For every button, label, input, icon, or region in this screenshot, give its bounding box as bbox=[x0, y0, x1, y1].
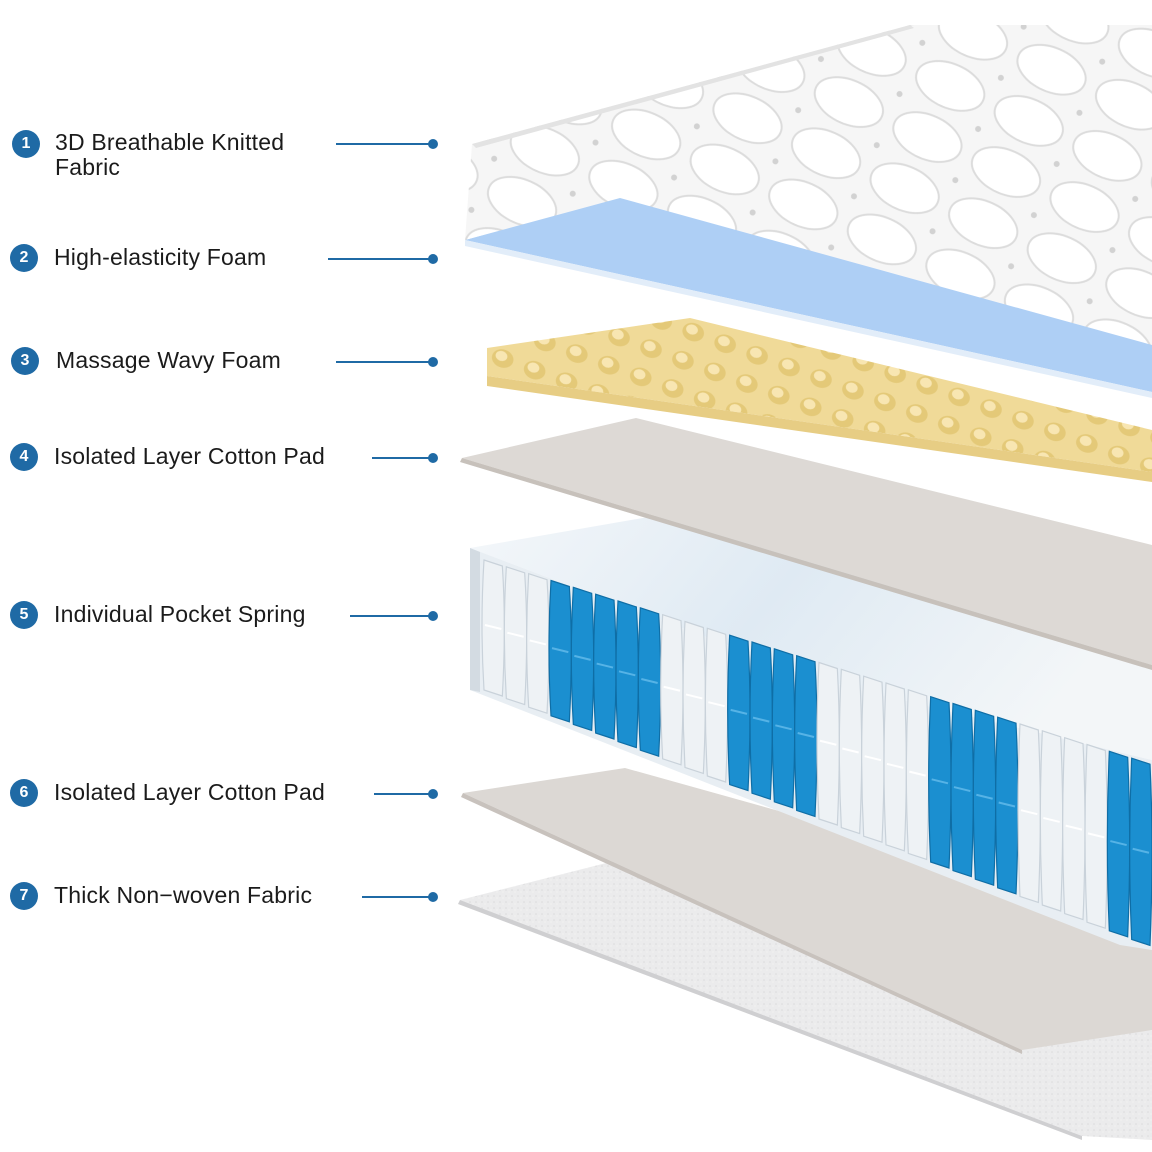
layer-2-callout: 2 High-elasticity Foam bbox=[0, 238, 450, 278]
layer-6-leader-line bbox=[374, 793, 434, 795]
layer-1-label: 3D Breathable Knitted Fabric bbox=[55, 129, 285, 180]
spring-highlight bbox=[1043, 816, 1060, 823]
layer-2-shape bbox=[465, 196, 1152, 398]
spring-highlight bbox=[775, 724, 792, 731]
layer-6-shape bbox=[463, 768, 1152, 1050]
layer-6-label: Isolated Layer Cotton Pad bbox=[54, 779, 325, 805]
layer-1-number-badge: 1 bbox=[12, 130, 40, 158]
layer-4-shape bbox=[462, 418, 1152, 665]
layer-4-number-badge: 4 bbox=[10, 443, 38, 471]
layer-7-shape bbox=[460, 858, 1152, 1140]
layer-1-leader-dot bbox=[428, 139, 438, 149]
spring-highlight bbox=[663, 685, 681, 692]
spring-highlight bbox=[842, 747, 859, 754]
layer-7-leader-line bbox=[362, 896, 434, 898]
layer-5-leader-line bbox=[350, 615, 434, 617]
layer-3-label: Massage Wavy Foam bbox=[56, 347, 281, 373]
spring-highlight bbox=[931, 778, 949, 785]
layer-3-leader-dot bbox=[428, 357, 438, 367]
spring-highlight bbox=[797, 732, 815, 739]
spring-highlight bbox=[864, 755, 882, 762]
spring-highlight bbox=[886, 762, 904, 769]
layer-5-shape bbox=[470, 515, 1152, 950]
spring-highlight bbox=[618, 670, 636, 677]
layer-1-shape bbox=[465, 25, 1152, 345]
layer-7-number-badge: 7 bbox=[10, 882, 38, 910]
layer-1-leader-line bbox=[336, 143, 434, 145]
layer-4-leader-dot bbox=[428, 453, 438, 463]
spring-highlight bbox=[998, 801, 1016, 808]
spring-highlight bbox=[1087, 832, 1105, 839]
layer-7-callout: 7 Thick Non−woven Fabric bbox=[0, 876, 450, 916]
layer-5-leader-dot bbox=[428, 611, 438, 621]
layer-4-leader-line bbox=[372, 457, 434, 459]
layer-1-callout: 1 3D Breathable Knitted Fabric bbox=[0, 124, 450, 180]
layer-6-leader-dot bbox=[428, 789, 438, 799]
layer-3-leader-line bbox=[336, 361, 434, 363]
spring-highlight bbox=[1132, 847, 1150, 854]
layer-3-shape bbox=[487, 318, 1152, 482]
spring-highlight bbox=[596, 662, 614, 669]
spring-highlight bbox=[752, 716, 770, 723]
spring-highlight bbox=[484, 624, 502, 630]
spring-highlight bbox=[730, 708, 748, 715]
spring-highlight bbox=[708, 701, 725, 708]
spring-highlight bbox=[1065, 824, 1083, 831]
layer-5-callout: 5 Individual Pocket Spring bbox=[0, 595, 450, 635]
layer-3-callout: 3 Massage Wavy Foam bbox=[0, 341, 450, 381]
spring-highlight bbox=[819, 739, 837, 746]
spring-highlight bbox=[641, 678, 658, 684]
spring-highlight bbox=[909, 770, 926, 777]
spring-highlight bbox=[507, 631, 524, 638]
spring-highlight bbox=[574, 654, 591, 661]
layer-2-leader-line bbox=[328, 258, 434, 260]
layer-5-number-badge: 5 bbox=[10, 601, 38, 629]
spring-highlight bbox=[551, 647, 569, 654]
layer-4-callout: 4 Isolated Layer Cotton Pad bbox=[0, 437, 450, 477]
layer-7-leader-dot bbox=[428, 892, 438, 902]
spring-highlight bbox=[953, 786, 971, 793]
spring-highlight bbox=[1110, 840, 1127, 847]
layer-2-number-badge: 2 bbox=[10, 244, 38, 272]
layer-7-label: Thick Non−woven Fabric bbox=[54, 882, 313, 908]
layer-4-label: Isolated Layer Cotton Pad bbox=[54, 443, 325, 469]
layer-2-label: High-elasticity Foam bbox=[54, 244, 267, 270]
spring-highlight bbox=[685, 693, 703, 700]
layer-6-callout: 6 Isolated Layer Cotton Pad bbox=[0, 773, 450, 813]
layer-2-leader-dot bbox=[428, 254, 438, 264]
layer-5-label: Individual Pocket Spring bbox=[54, 601, 306, 627]
spring-highlight bbox=[529, 639, 547, 646]
layer-6-number-badge: 6 bbox=[10, 779, 38, 807]
spring-highlight bbox=[976, 793, 993, 800]
layer-3-number-badge: 3 bbox=[11, 347, 39, 375]
spring-highlight bbox=[1020, 809, 1038, 816]
